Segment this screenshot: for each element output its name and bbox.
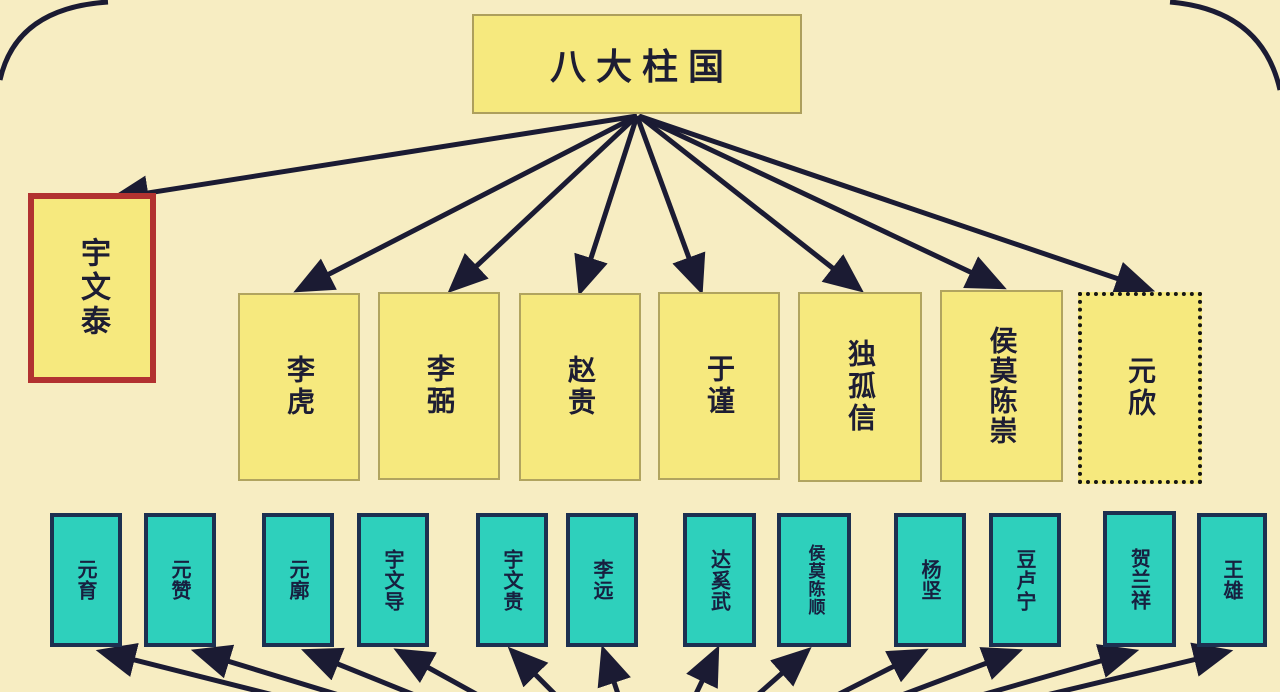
root-to-pillar-arrows — [108, 113, 1156, 297]
node-general-10: 豆卢宁 — [989, 513, 1061, 647]
node-root-label: 八大柱国 — [549, 47, 734, 88]
node-general-2-label: 元赞 — [168, 559, 192, 601]
node-root: 八大柱国 — [472, 14, 802, 114]
node-general-9: 杨坚 — [894, 513, 966, 647]
node-pillar-3: 赵贵 — [519, 293, 641, 481]
node-general-7-label: 达奚武 — [707, 548, 732, 612]
frame-arc-right — [1169, 0, 1280, 91]
node-general-3: 元廓 — [262, 513, 334, 647]
node-general-4-label: 宇文导 — [381, 548, 405, 612]
node-pillar-4: 于谨 — [658, 292, 780, 480]
node-general-6: 李远 — [566, 513, 638, 647]
node-pillar-6-label: 侯莫陈崇 — [985, 326, 1019, 446]
node-general-6-label: 李远 — [590, 559, 614, 601]
node-pillar-6: 侯莫陈崇 — [940, 290, 1063, 482]
generals-arrows — [95, 642, 1234, 692]
node-pillar-1-label: 李虎 — [283, 355, 316, 419]
node-leader-label: 宇文泰 — [75, 237, 110, 339]
node-general-12: 王雄 — [1197, 513, 1267, 647]
node-pillar-7: 元欣 — [1078, 292, 1202, 484]
frame-arc-left — [0, 0, 109, 81]
node-pillar-4-label: 于谨 — [703, 354, 736, 418]
node-pillar-7-label: 元欣 — [1124, 356, 1157, 420]
node-general-7: 达奚武 — [683, 513, 756, 647]
node-general-11: 贺兰祥 — [1103, 511, 1176, 647]
node-pillar-2-label: 李弼 — [423, 354, 456, 418]
node-general-10-label: 豆卢宁 — [1013, 548, 1037, 612]
node-general-5-label: 宇文贵 — [500, 548, 524, 612]
node-general-11-label: 贺兰祥 — [1127, 547, 1152, 611]
node-general-2: 元赞 — [144, 513, 216, 647]
node-general-8-label: 侯莫陈顺 — [804, 544, 825, 616]
node-pillar-5-label: 独孤信 — [844, 339, 877, 435]
node-general-8: 侯莫陈顺 — [777, 513, 851, 647]
node-general-9-label: 杨坚 — [918, 559, 942, 601]
node-pillar-2: 李弼 — [378, 292, 500, 480]
node-general-4: 宇文导 — [357, 513, 429, 647]
node-general-1-label: 元育 — [74, 559, 98, 601]
node-general-5: 宇文贵 — [476, 513, 548, 647]
node-pillar-5: 独孤信 — [798, 292, 922, 482]
node-pillar-3-label: 赵贵 — [564, 355, 597, 419]
node-general-1: 元育 — [50, 513, 122, 647]
node-leader: 宇文泰 — [28, 193, 156, 383]
node-general-3-label: 元廓 — [286, 559, 310, 601]
node-general-12-label: 王雄 — [1220, 559, 1244, 601]
node-pillar-1: 李虎 — [238, 293, 360, 481]
